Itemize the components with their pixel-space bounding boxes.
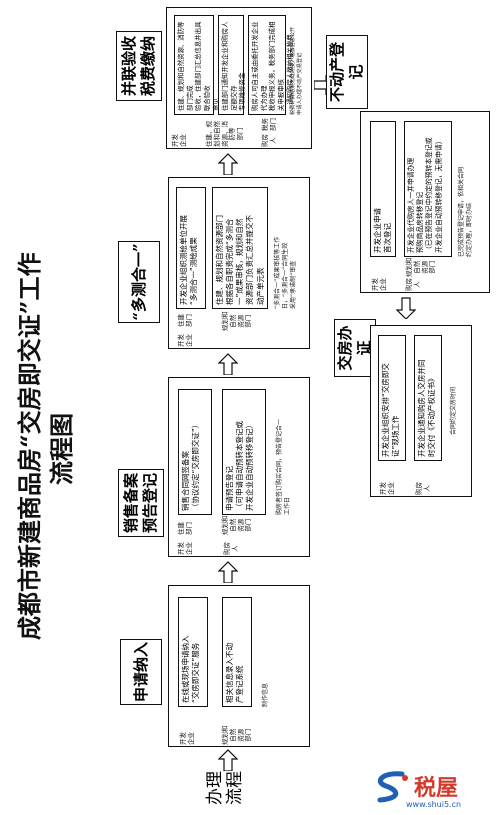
step5-box1: 开发企业申请 首次登记 (370, 121, 396, 257)
step1-header: 申请纳入 (120, 639, 162, 705)
arrow-2-3 (218, 353, 238, 375)
step4-party1: 开发 企业 (171, 134, 187, 147)
step1-box1: 在线或现场申请纳入 “交房即交证”服务 (178, 597, 208, 707)
step6-party1: 开发 企业 (379, 482, 395, 495)
step6-box2: 开发企业通知购房人交房并同 时交付《不动产权证书》 (414, 335, 442, 461)
step3-box1: 开发企业组织测绘单位开展 “多测合一”测绘成果 (176, 187, 206, 309)
step2-party2: 购房 人 (223, 542, 239, 555)
step2-dept1: 住建 部门 (177, 522, 193, 535)
watermark-logo-icon (377, 771, 408, 803)
page-subtitle: 流程图 (47, 413, 76, 485)
step3-dept1: 住建 部门 (177, 314, 193, 327)
step4-box1: 住建、规划和自然资源、消防等部门完成 验收，住建部门汇总信息并出具联合验收 意见 (174, 15, 220, 115)
step5-dept2: 规划和 自然 资源 部门 (405, 257, 437, 278)
step1-party1: 开发 企业 (179, 732, 195, 745)
step3-party1: 开发 企业 (177, 334, 193, 347)
arrow-5-6 (396, 297, 416, 319)
step5-note: 已完成预告登记申请，依相关合同 约定办理，即时办结 (458, 166, 473, 257)
step2-header: 销售备案 预告登记 (118, 469, 164, 537)
step1-note: 制作信息 (262, 682, 269, 707)
step5-party2: 购房 人 (405, 278, 421, 291)
step6-box1: 开发企业组织安排“交房即交 证”现场工作 (378, 335, 406, 461)
step3-header: “多测合一” (118, 241, 160, 323)
step4-note: 税费计算结果无缝对接，增加信息公开 申请人办理不动产交易登记 (290, 26, 303, 115)
step5-box2: 开发企业代购房人一并申请办理 预购商品房转移登记 （已在预告登记中约定的预转本登… (404, 121, 452, 257)
watermark: 税屋 www.shui5.cn (372, 770, 498, 814)
arrow-start (218, 749, 238, 771)
arrow-3-4 (218, 153, 238, 175)
step4-dept2: 税务 部门 (261, 118, 277, 131)
step6-party2: 购房 人 (415, 482, 431, 495)
step5-header: 不动产登记 (326, 35, 368, 109)
watermark-name: 税屋 (414, 775, 459, 801)
page-title: 成都市新建商品房“交房即交证”工作 (15, 252, 44, 640)
step2-box2: 申请预告登记 （可申请自动预转本登记或 开发企业自动预转移登记） (222, 389, 266, 515)
step1-dept2: 规划和 自然 资源 部门 (221, 725, 253, 746)
step5-party1: 开发 企业 (371, 278, 387, 291)
step2-note: 购房者签订购买合同，预告登记合一 工作日 (276, 418, 291, 515)
step2-party1: 开发 企业 (177, 542, 193, 555)
step3-box2: 住建、规划和自然资源部门 根据各自职责完成“多测合 一”成果审核，规划和自然 资… (212, 187, 268, 309)
watermark-url: www.shui5.cn (406, 800, 462, 809)
step1-box2: 相关信息录入不动 产登记系统 (222, 597, 252, 707)
step3-dept2: 规划和 自然 资源 部门 (221, 311, 253, 332)
step6-note: 合同约定交房时间 (450, 386, 457, 435)
step3-note: “多测合一”成果审核等工作 日，“多测合一”合同生效 采用“承诺制”审查 (274, 236, 297, 309)
step2-box1: 销售合同网签备案 （协议约定“交房即交证”） (178, 389, 212, 515)
step4-party2: 购房 人 (261, 134, 277, 147)
step4-dept1: 住建、规 划和自然 资源、消 防等 部门 (205, 121, 245, 147)
process-label: 办理 流程 (205, 771, 246, 805)
arrow-1-2 (218, 561, 238, 583)
step4-header: 并联验收 税费缴纳 (116, 31, 162, 101)
step2-dept2: 规划和 自然 资源 部门 (221, 515, 253, 536)
step4-box2: 住建部门通知开发企业和购房人足额交存 专项维修资金 (218, 15, 246, 115)
step4-box3: 购房人可自主或由委托开发企业代为办理 税收申报义务，税务部门完成相关申报审核 、… (248, 15, 294, 115)
